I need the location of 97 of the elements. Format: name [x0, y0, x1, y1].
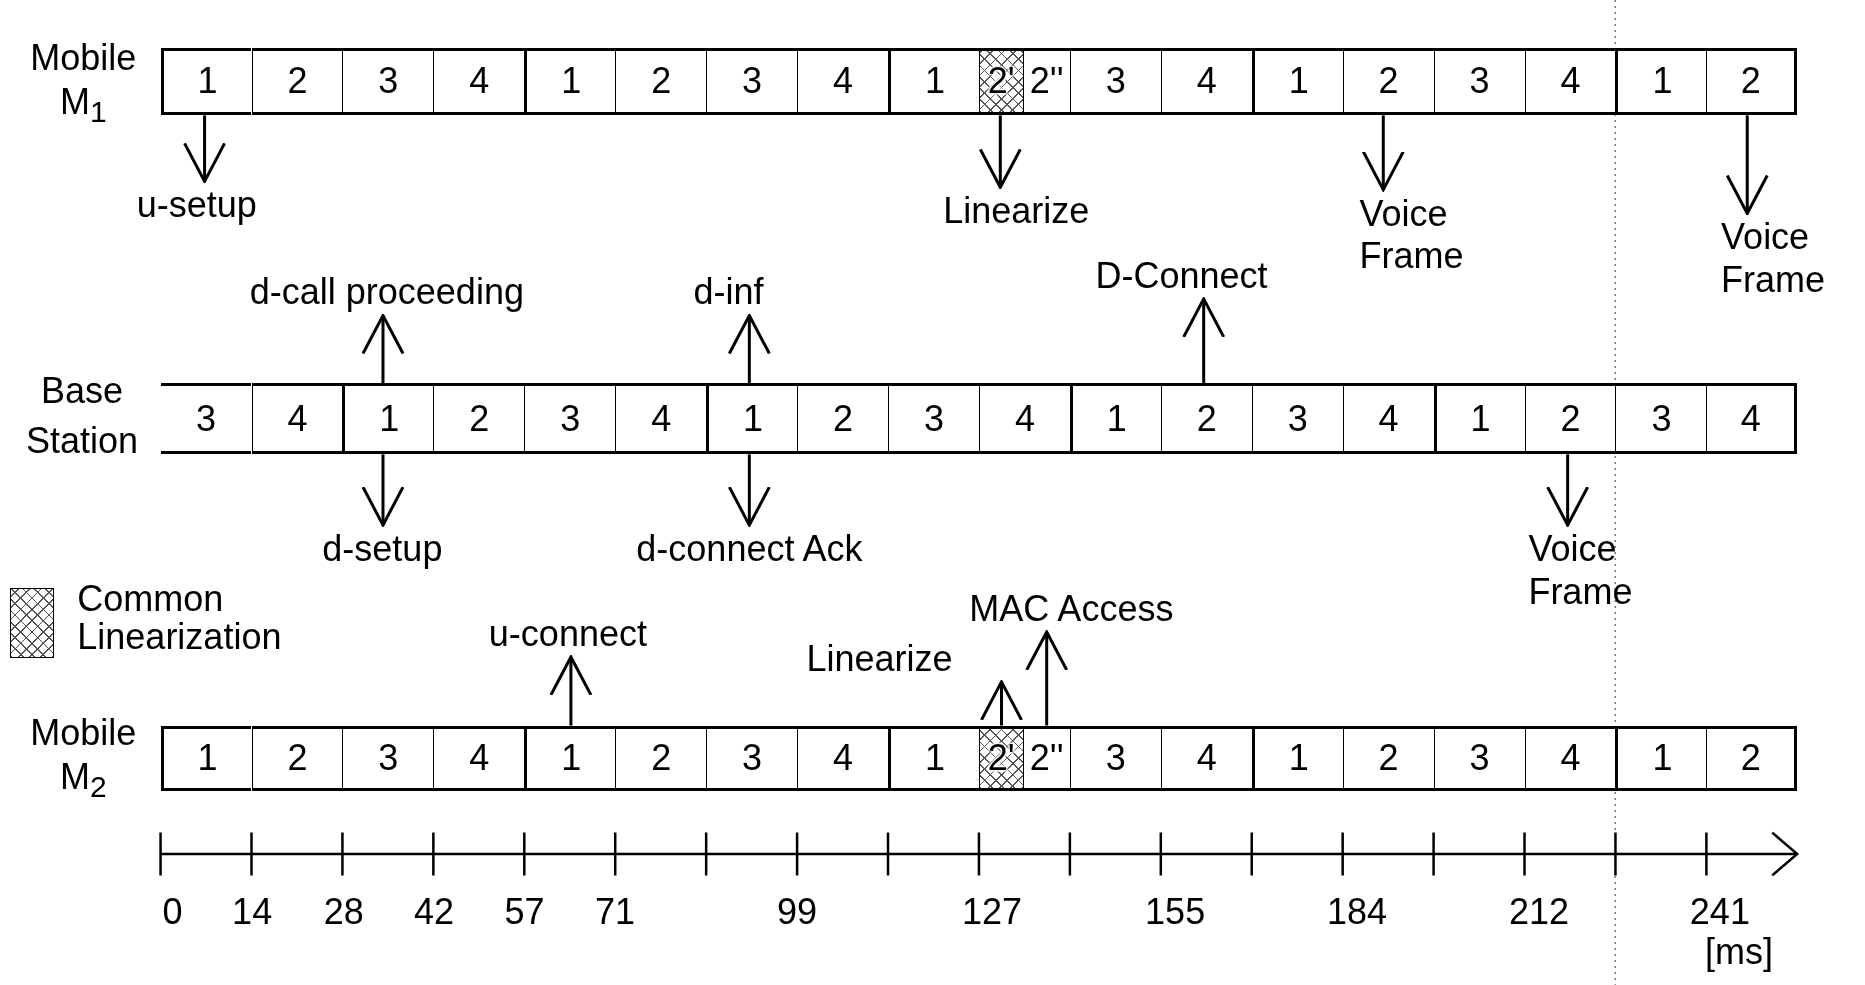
- arrow: [361, 314, 405, 383]
- time-slot: 1: [1251, 47, 1343, 116]
- time-slot: 4: [615, 382, 707, 455]
- arrow: [1725, 115, 1769, 215]
- arrow: [978, 115, 1022, 189]
- tick-label: 212: [1509, 890, 1570, 933]
- time-slot: 1: [888, 725, 979, 791]
- message-label: D-Connect: [1095, 254, 1268, 296]
- tick-label: 57: [504, 890, 545, 933]
- time-slot: 4: [1160, 47, 1252, 116]
- time-slot: 2: [1706, 47, 1798, 116]
- time-slot: 1: [1433, 382, 1525, 455]
- time-slot: 2: [1342, 47, 1434, 116]
- message-label: Voice Frame: [1359, 192, 1503, 279]
- arrow: [183, 115, 227, 183]
- time-slot: 3: [1615, 382, 1707, 455]
- time-slot: 3: [1069, 725, 1161, 791]
- arrow: [549, 655, 593, 726]
- time-slot: 4: [1342, 382, 1434, 455]
- tick-label: 127: [961, 890, 1022, 933]
- time-slot: 1: [888, 47, 979, 116]
- time-slot: 2: [251, 47, 343, 116]
- message-label: Linearize: [943, 190, 1090, 232]
- message-label: d-call proceeding: [249, 271, 524, 313]
- tick-label: 155: [1145, 890, 1206, 933]
- message-label: d-connect Ack: [636, 528, 863, 570]
- arrow: [361, 454, 405, 527]
- time-slot: 3: [342, 725, 434, 791]
- arrow: [1182, 297, 1226, 383]
- time-slot: 4: [797, 725, 888, 791]
- arrow: [727, 454, 771, 527]
- time-slot: 2: [1706, 725, 1798, 791]
- time-slot: 3: [706, 725, 798, 791]
- time-slot: 2: [1160, 382, 1252, 455]
- time-slot: 3: [160, 382, 252, 455]
- arrow: [727, 314, 771, 383]
- message-label: d-inf: [693, 271, 764, 313]
- time-slot: 1: [1251, 725, 1343, 791]
- time-slot: 1: [160, 725, 252, 791]
- time-slot: 1: [706, 382, 798, 455]
- time-slot: 3: [706, 47, 798, 116]
- time-slot: 4: [978, 382, 1070, 455]
- legend-label: Common Linearization: [77, 580, 283, 657]
- time-slot: 4: [433, 725, 525, 791]
- time-slot: 1: [524, 47, 616, 116]
- time-slot: 1: [160, 47, 252, 116]
- message-label: u-connect: [488, 612, 647, 654]
- time-slot: 4: [1160, 725, 1252, 791]
- arrow: [1546, 454, 1590, 527]
- time-slot: 1: [524, 725, 616, 791]
- tick-label: 99: [776, 890, 817, 933]
- message-label: Voice Frame: [1721, 216, 1864, 303]
- tick-label: 42: [414, 890, 455, 933]
- message-label: MAC Access: [969, 587, 1174, 629]
- message-label: u-setup: [136, 184, 257, 226]
- arrow: [1025, 630, 1069, 726]
- time-slot: 3: [1433, 725, 1525, 791]
- time-slot: 4: [797, 47, 888, 116]
- row-label: Base Station: [25, 369, 140, 464]
- tick-label: 71: [594, 890, 635, 933]
- message-label: Voice Frame: [1528, 528, 1672, 614]
- time-slot: 3: [1069, 47, 1161, 116]
- message-label: d-setup: [322, 528, 443, 570]
- time-slot: 3: [1251, 382, 1343, 455]
- time-slot: 3: [524, 382, 616, 455]
- time-slot: 1: [1615, 725, 1707, 791]
- time-slot: 1: [1069, 382, 1161, 455]
- time-slot: 2: [251, 725, 343, 791]
- row-label: Mobile M$_{1}$: [29, 35, 138, 130]
- axis-unit-label: [ms]: [1704, 931, 1773, 973]
- time-slot: 2: [1524, 382, 1616, 455]
- time-slot: 2: [1342, 725, 1434, 791]
- time-slot: 2'': [1022, 47, 1070, 116]
- time-slot: 1: [1615, 47, 1707, 116]
- time-slot: 2: [797, 382, 888, 455]
- tick-label: 14: [232, 890, 273, 933]
- time-slot: 4: [1524, 47, 1616, 116]
- time-slot: 4: [433, 47, 525, 116]
- time-slot: 2: [615, 47, 707, 116]
- arrow: [980, 680, 1023, 726]
- tick-label: 0: [162, 890, 183, 933]
- time-slot: 4: [1524, 725, 1616, 791]
- message-label: Linearize: [806, 637, 953, 679]
- row-label: Mobile M$_{2}$: [29, 711, 138, 806]
- time-slot: 2'': [1022, 725, 1070, 791]
- time-slot: 3: [342, 47, 434, 116]
- time-slot: 1: [342, 382, 434, 455]
- tick-label: 28: [323, 890, 364, 933]
- time-slot: 2: [615, 725, 707, 791]
- time-slot: 4: [251, 382, 343, 455]
- tick-label: 184: [1327, 890, 1388, 933]
- arrow: [1361, 115, 1405, 192]
- time-slot: 4: [1706, 382, 1798, 455]
- time-slot: 3: [1433, 47, 1525, 116]
- time-slot: 3: [888, 382, 979, 455]
- time-slot: 2: [433, 382, 525, 455]
- tick-label: 241: [1689, 890, 1750, 933]
